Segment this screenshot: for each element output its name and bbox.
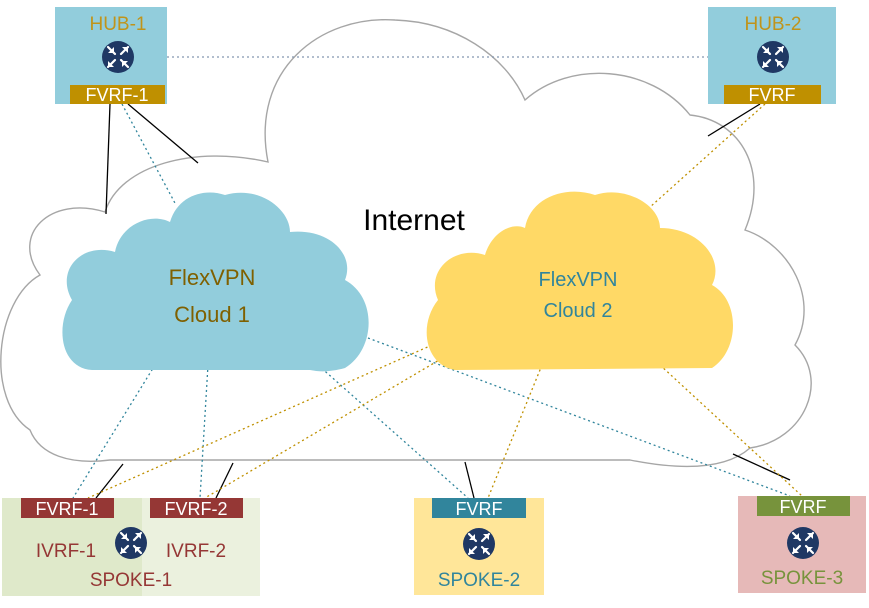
router-icon (755, 39, 791, 75)
spoke-1-ivrf-1: IVRF-1 (36, 541, 96, 562)
cloud1-line2: Cloud 1 (174, 302, 250, 327)
spoke-2-name: SPOKE-2 (438, 570, 520, 591)
hub-1-name: HUB-1 (89, 14, 146, 35)
hub-1-vrf: FVRF-1 (86, 85, 149, 105)
spoke-1-fvrf-1: FVRF-1 (36, 499, 99, 519)
cloud1-overlay-links (72, 103, 791, 499)
hub-2-vrf: FVRF (749, 85, 796, 105)
flexvpn-cloud-2 (426, 191, 733, 370)
spoke-2-vrf: FVRF (456, 499, 503, 519)
cloud2-line1: FlexVPN (539, 269, 618, 291)
hub-2-node[interactable]: HUB-2 FVRF (708, 7, 836, 105)
physical-links (95, 103, 791, 499)
cloud2-overlay-links (87, 103, 803, 499)
internet-label: Internet (363, 204, 465, 237)
hub-1-node[interactable]: HUB-1 FVRF-1 (55, 7, 167, 105)
spoke-2-node[interactable]: FVRF SPOKE-2 (414, 498, 544, 595)
cloud2-line2: Cloud 2 (544, 300, 613, 322)
spoke-3-node[interactable]: FVRF SPOKE-3 (738, 496, 866, 593)
router-icon (785, 525, 821, 561)
router-icon (100, 39, 136, 75)
flexvpn-cloud-1 (62, 192, 369, 372)
spoke-1-ivrf-2: IVRF-2 (166, 541, 226, 562)
router-icon (461, 526, 497, 562)
router-icon (113, 525, 149, 561)
spoke-1-node[interactable]: FVRF-1 FVRF-2 IVRF-1 IVRF-2 SPOKE-1 (2, 498, 260, 596)
spoke-1-fvrf-2: FVRF-2 (165, 499, 228, 519)
cloud1-line1: FlexVPN (169, 265, 256, 290)
spoke-1-name: SPOKE-1 (90, 570, 172, 591)
hub-2-name: HUB-2 (744, 14, 801, 35)
spoke-3-vrf: FVRF (780, 497, 827, 517)
spoke-3-name: SPOKE-3 (761, 568, 843, 589)
